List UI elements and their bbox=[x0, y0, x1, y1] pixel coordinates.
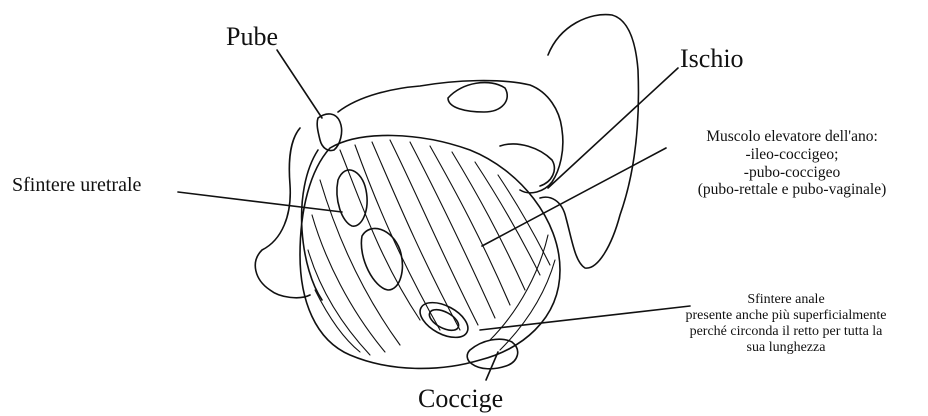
muscolo-line: (pubo-rettale e pubo-vaginale) bbox=[662, 181, 922, 199]
pointer-muscolo bbox=[482, 148, 666, 246]
muscolo-line: -pubo-coccigeo bbox=[662, 164, 922, 182]
muscolo-line: -ileo-coccigeo; bbox=[662, 146, 922, 164]
pointer-pube bbox=[277, 50, 322, 118]
muscolo-line: Muscolo elevatore dell'ano: bbox=[662, 128, 922, 146]
sfintere-anale-line: presente anche più superficialmente bbox=[652, 308, 920, 324]
label-pube: Pube bbox=[226, 22, 278, 52]
pointer-ischio bbox=[548, 68, 678, 188]
sfintere-anale-line: sua lunghezza bbox=[652, 340, 920, 356]
label-sfintere-anale: Sfintere anale presente anche più superf… bbox=[652, 292, 920, 356]
pointer-sfintere-uretrale bbox=[178, 192, 342, 212]
levator-ani-outline bbox=[300, 135, 560, 368]
urethral-opening bbox=[337, 170, 367, 226]
sfintere-anale-line: Sfintere anale bbox=[652, 292, 920, 308]
label-sfintere-uretrale: Sfintere uretrale bbox=[12, 174, 141, 197]
pubis-outline bbox=[317, 114, 341, 151]
label-muscolo-elevatore: Muscolo elevatore dell'ano: -ileo-coccig… bbox=[662, 128, 922, 199]
anal-opening bbox=[414, 295, 473, 344]
ilium-outline bbox=[540, 15, 638, 269]
label-coccige: Coccige bbox=[418, 384, 503, 414]
obturator-foramen bbox=[448, 83, 507, 112]
label-ischio: Ischio bbox=[680, 44, 744, 74]
sfintere-anale-line: perché circonda il retto per tutta la bbox=[652, 324, 920, 340]
ischial-ramus bbox=[500, 144, 554, 186]
